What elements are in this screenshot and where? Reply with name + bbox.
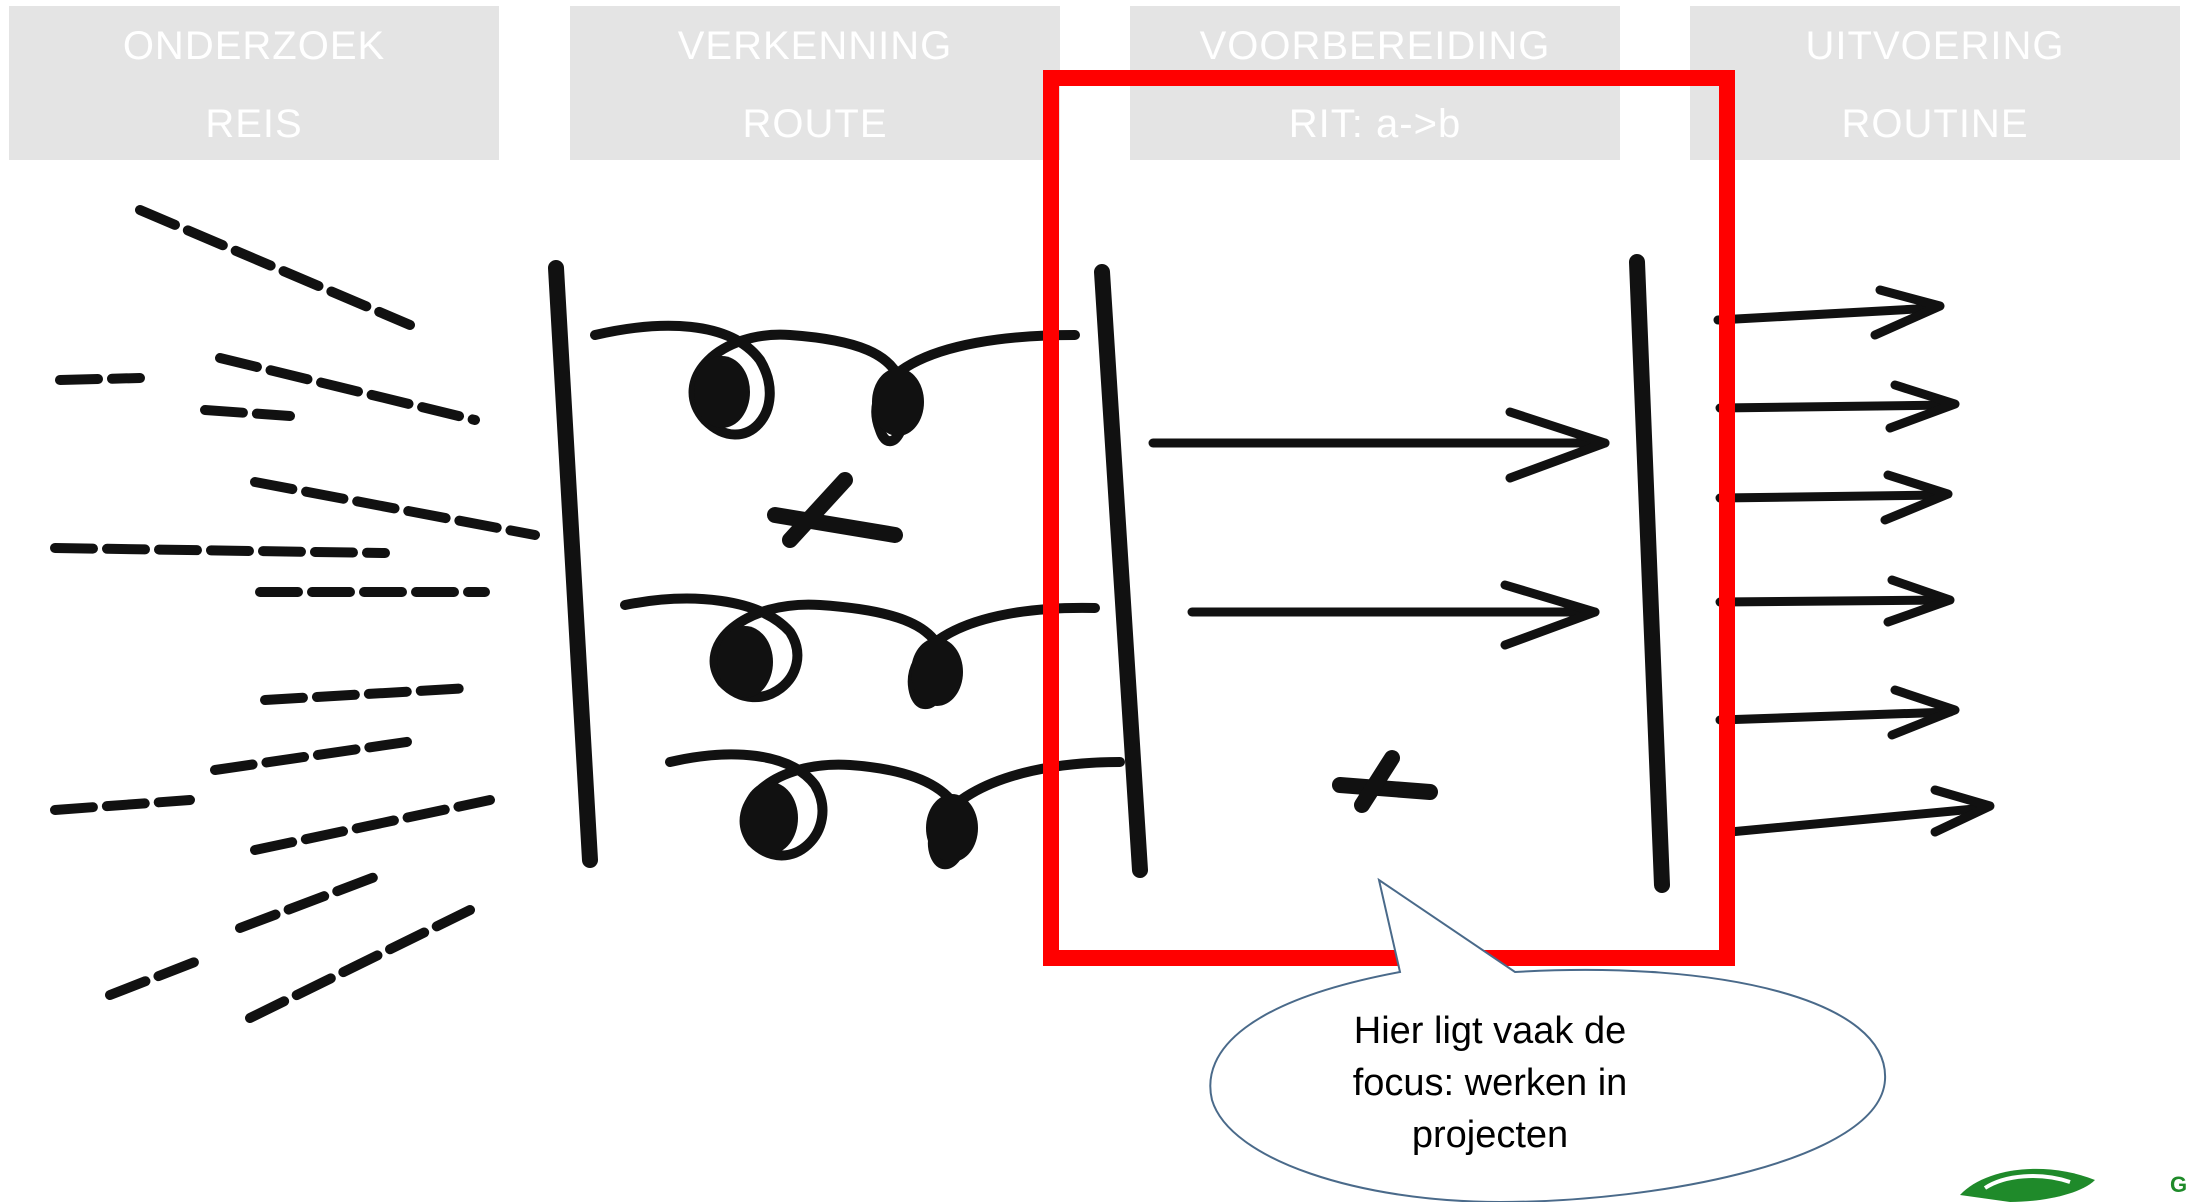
- callout-text: Hier ligt vaak de focus: werken in proje…: [1352, 1010, 1628, 1156]
- phase-onderzoek-subtitle: REIS: [205, 102, 303, 146]
- x-mark-rit: [1332, 750, 1438, 813]
- scattered-dashes: [50, 205, 540, 1023]
- phase-uitvoering-title: UITVOERING: [1805, 24, 2065, 68]
- barrier-line-2: [1094, 264, 1148, 878]
- phase-onderzoek: ONDERZOEK REIS: [9, 6, 499, 160]
- x-mark-route: [767, 472, 903, 548]
- phase-onderzoek-title: ONDERZOEK: [122, 24, 386, 68]
- phase-verkenning-title: VERKENNING: [677, 24, 953, 68]
- highlight-frame: [1043, 70, 1735, 966]
- phase-verkenning-subtitle: ROUTE: [742, 102, 888, 146]
- barrier-line-1: [548, 260, 598, 868]
- logo-image: [1960, 1168, 2095, 1202]
- routine-arrows: [1713, 285, 1995, 837]
- logo-letter: G: [2170, 1172, 2188, 1197]
- loop-blobs: [694, 356, 978, 862]
- callout-bubble: [1209, 877, 1887, 1202]
- barrier-line-3: [1629, 254, 1670, 893]
- phase-uitvoering: UITVOERING ROUTINE: [1690, 6, 2180, 160]
- phase-verkenning: VERKENNING ROUTE: [570, 6, 1060, 160]
- direct-arrows: [1148, 407, 1610, 650]
- phase-voorbereiding-subtitle: RIT: a->b: [1288, 102, 1462, 146]
- loopy-routes: [590, 320, 1125, 870]
- phase-voorbereiding-title: VOORBEREIDING: [1199, 24, 1551, 68]
- phase-uitvoering-subtitle: ROUTINE: [1841, 102, 2029, 146]
